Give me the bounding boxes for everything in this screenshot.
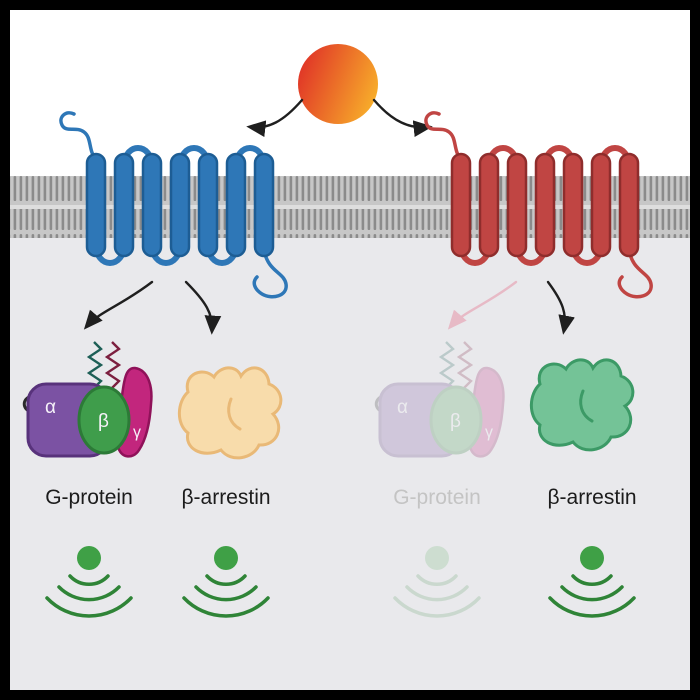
g-protein-complex-icon: α β γ — [22, 341, 153, 458]
right-receptor-to-b-arrestin-arrow-icon — [546, 280, 575, 335]
g-alpha-label: α — [45, 397, 56, 418]
g-gamma-label: γ — [133, 424, 141, 441]
signal-waves-icon-left-g-protein — [45, 546, 133, 618]
signal-waves-icon-right-g-protein-inactive — [393, 546, 481, 618]
diagram-canvas: α β γ — [10, 10, 690, 690]
ligand-to-right-receptor-arrow-icon — [372, 98, 433, 137]
left-receptor-to-b-arrestin-arrow-icon — [184, 280, 222, 335]
b-arrestin-label-left: β-arrestin — [181, 486, 271, 509]
blue-receptor-n-terminus — [59, 111, 98, 162]
g-beta-subunit-icon — [77, 385, 131, 455]
g-beta-label: β — [98, 411, 109, 432]
gpcr-blue-receptor-icon — [59, 111, 288, 299]
ligand-to-left-receptor-arrow-icon — [246, 98, 304, 138]
ligand-icon — [298, 44, 378, 124]
signal-waves-icon-left-b-arrestin — [182, 546, 270, 618]
red-receptor-c-terminus — [617, 248, 653, 299]
b-arrestin-icon-left — [177, 366, 283, 460]
signal-waves-icon-right-b-arrestin — [548, 546, 636, 618]
b-arrestin-icon-right — [529, 358, 635, 452]
intracellular-background — [10, 238, 690, 690]
lipid-anchor-zigzag-icon — [104, 341, 122, 389]
gpcr-red-receptor-icon — [424, 111, 653, 299]
b-arrestin-label-right: β-arrestin — [547, 486, 637, 509]
red-receptor-n-terminus — [424, 111, 463, 162]
cell-membrane-icon — [10, 176, 690, 238]
g-protein-label-left: G-protein — [45, 486, 133, 509]
right-receptor-to-g-protein-arrow-faded-icon — [447, 280, 518, 330]
blue-receptor-c-terminus — [252, 248, 288, 299]
left-receptor-to-g-protein-arrow-icon — [83, 280, 154, 330]
lipid-anchor-zigzag-icon — [86, 341, 104, 389]
g-protein-label-right-faded: G-protein — [393, 486, 481, 509]
